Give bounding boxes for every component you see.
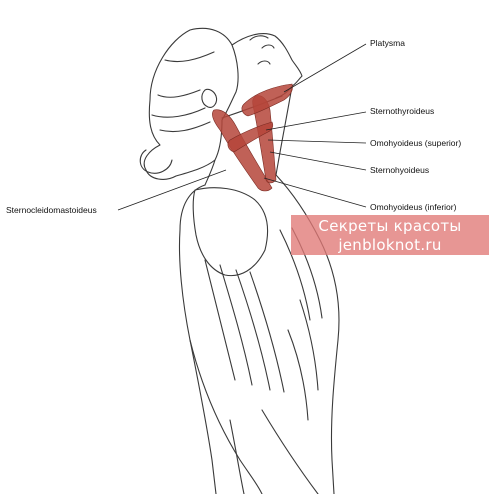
ear xyxy=(201,88,218,108)
omohyoid-muscle xyxy=(227,121,274,153)
hair-strands xyxy=(151,51,215,133)
arm-lines xyxy=(204,259,285,393)
deltoid xyxy=(192,187,269,277)
platysma-muscle xyxy=(241,83,293,117)
label-sternocleidomastoideus: Sternocleidomastoideus xyxy=(6,205,97,215)
leader-sternocleidomastoideus xyxy=(117,169,227,211)
shoulder-outline xyxy=(178,184,217,494)
sternocleidomastoid-muscle xyxy=(212,109,273,192)
leader-sternohyoideus xyxy=(269,151,367,171)
arm-outline xyxy=(189,339,263,494)
neck-muscles xyxy=(212,83,293,192)
watermark-title: Секреты красоты xyxy=(318,217,462,235)
label-sternohyoideus: Sternohyoideus xyxy=(370,165,430,175)
leader-omohyoideus-superior xyxy=(267,139,367,144)
label-omohyoideus-superior: Omohyoideus (superior) xyxy=(370,138,462,148)
leader-platysma xyxy=(283,43,367,93)
back-muscle-lines xyxy=(279,227,323,421)
label-sternothyroideus: Sternothyroideus xyxy=(370,106,435,116)
leader-omohyoideus-inferior xyxy=(263,177,367,208)
bun xyxy=(139,149,173,174)
watermark-banner: Секреты красоты jenbloknot.ru xyxy=(291,215,489,255)
leader-sternothyroideus xyxy=(265,111,367,131)
facial-details xyxy=(249,35,275,65)
label-omohyoideus-inferior: Omohyoideus (inferior) xyxy=(370,202,457,212)
head-outline xyxy=(143,27,239,180)
label-platysma: Platysma xyxy=(370,38,405,48)
neck-back xyxy=(204,159,216,186)
watermark-url: jenbloknot.ru xyxy=(338,236,442,254)
lower-body xyxy=(229,409,319,494)
back-outline xyxy=(275,174,340,494)
